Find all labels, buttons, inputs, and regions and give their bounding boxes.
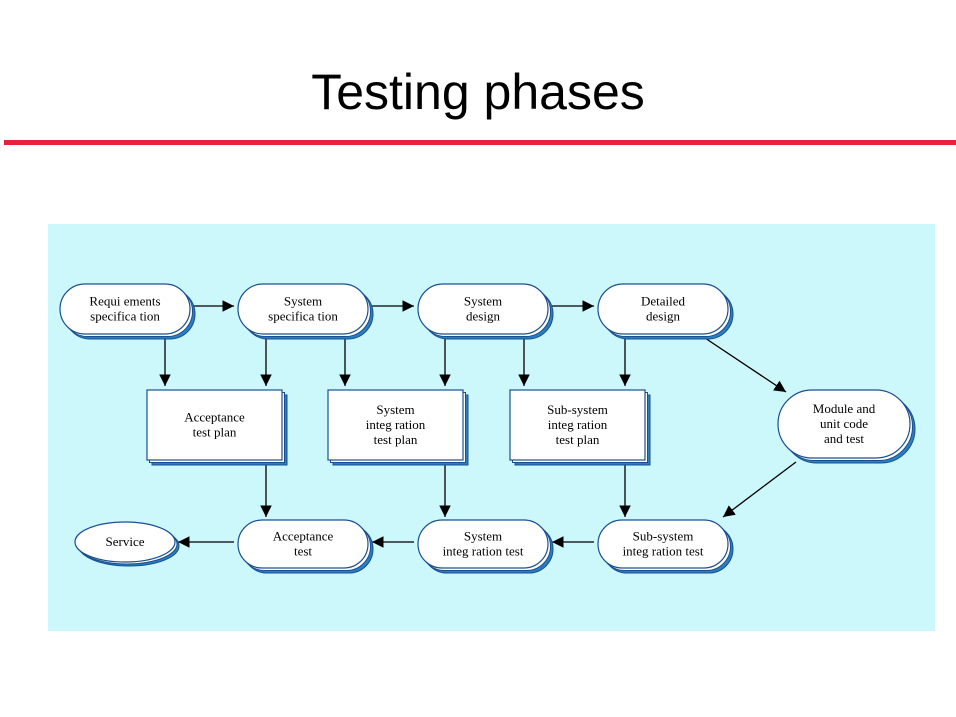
node-label: integ ration test [623,544,704,559]
node-label: Acceptance [273,529,334,544]
node-label: System [376,402,414,417]
node-label: design [646,309,680,324]
node-label: test [294,544,312,559]
node-label: Sub-system [547,402,608,417]
node-label: integ ration [366,417,426,432]
node-label: System [284,294,322,309]
node-label: test plan [193,425,237,440]
page-title: Testing phases [311,64,645,120]
node-label: test plan [374,432,418,447]
node-label: test plan [556,432,600,447]
node-label: unit code [820,416,868,431]
node-service: Service [74,521,180,567]
node-label: design [466,309,500,324]
node-label: System [464,529,502,544]
node-label: specifica tion [90,309,160,324]
node-label: Sub-system [633,529,694,544]
node-label: Service [106,534,145,549]
node-label: integ ration [548,417,608,432]
node-label: Requi ements [89,294,160,309]
node-label: Acceptance [184,410,245,425]
node-label: Module and [813,401,876,416]
node-label: System [464,294,502,309]
node-label: integ ration test [443,544,524,559]
flow-arrow [722,461,797,518]
node-label: and test [824,431,864,446]
node-label: specifica tion [268,309,338,324]
edges [159,300,797,548]
title-divider [4,140,956,145]
flow-arrow [695,331,787,393]
node-label: Detailed [641,294,686,309]
